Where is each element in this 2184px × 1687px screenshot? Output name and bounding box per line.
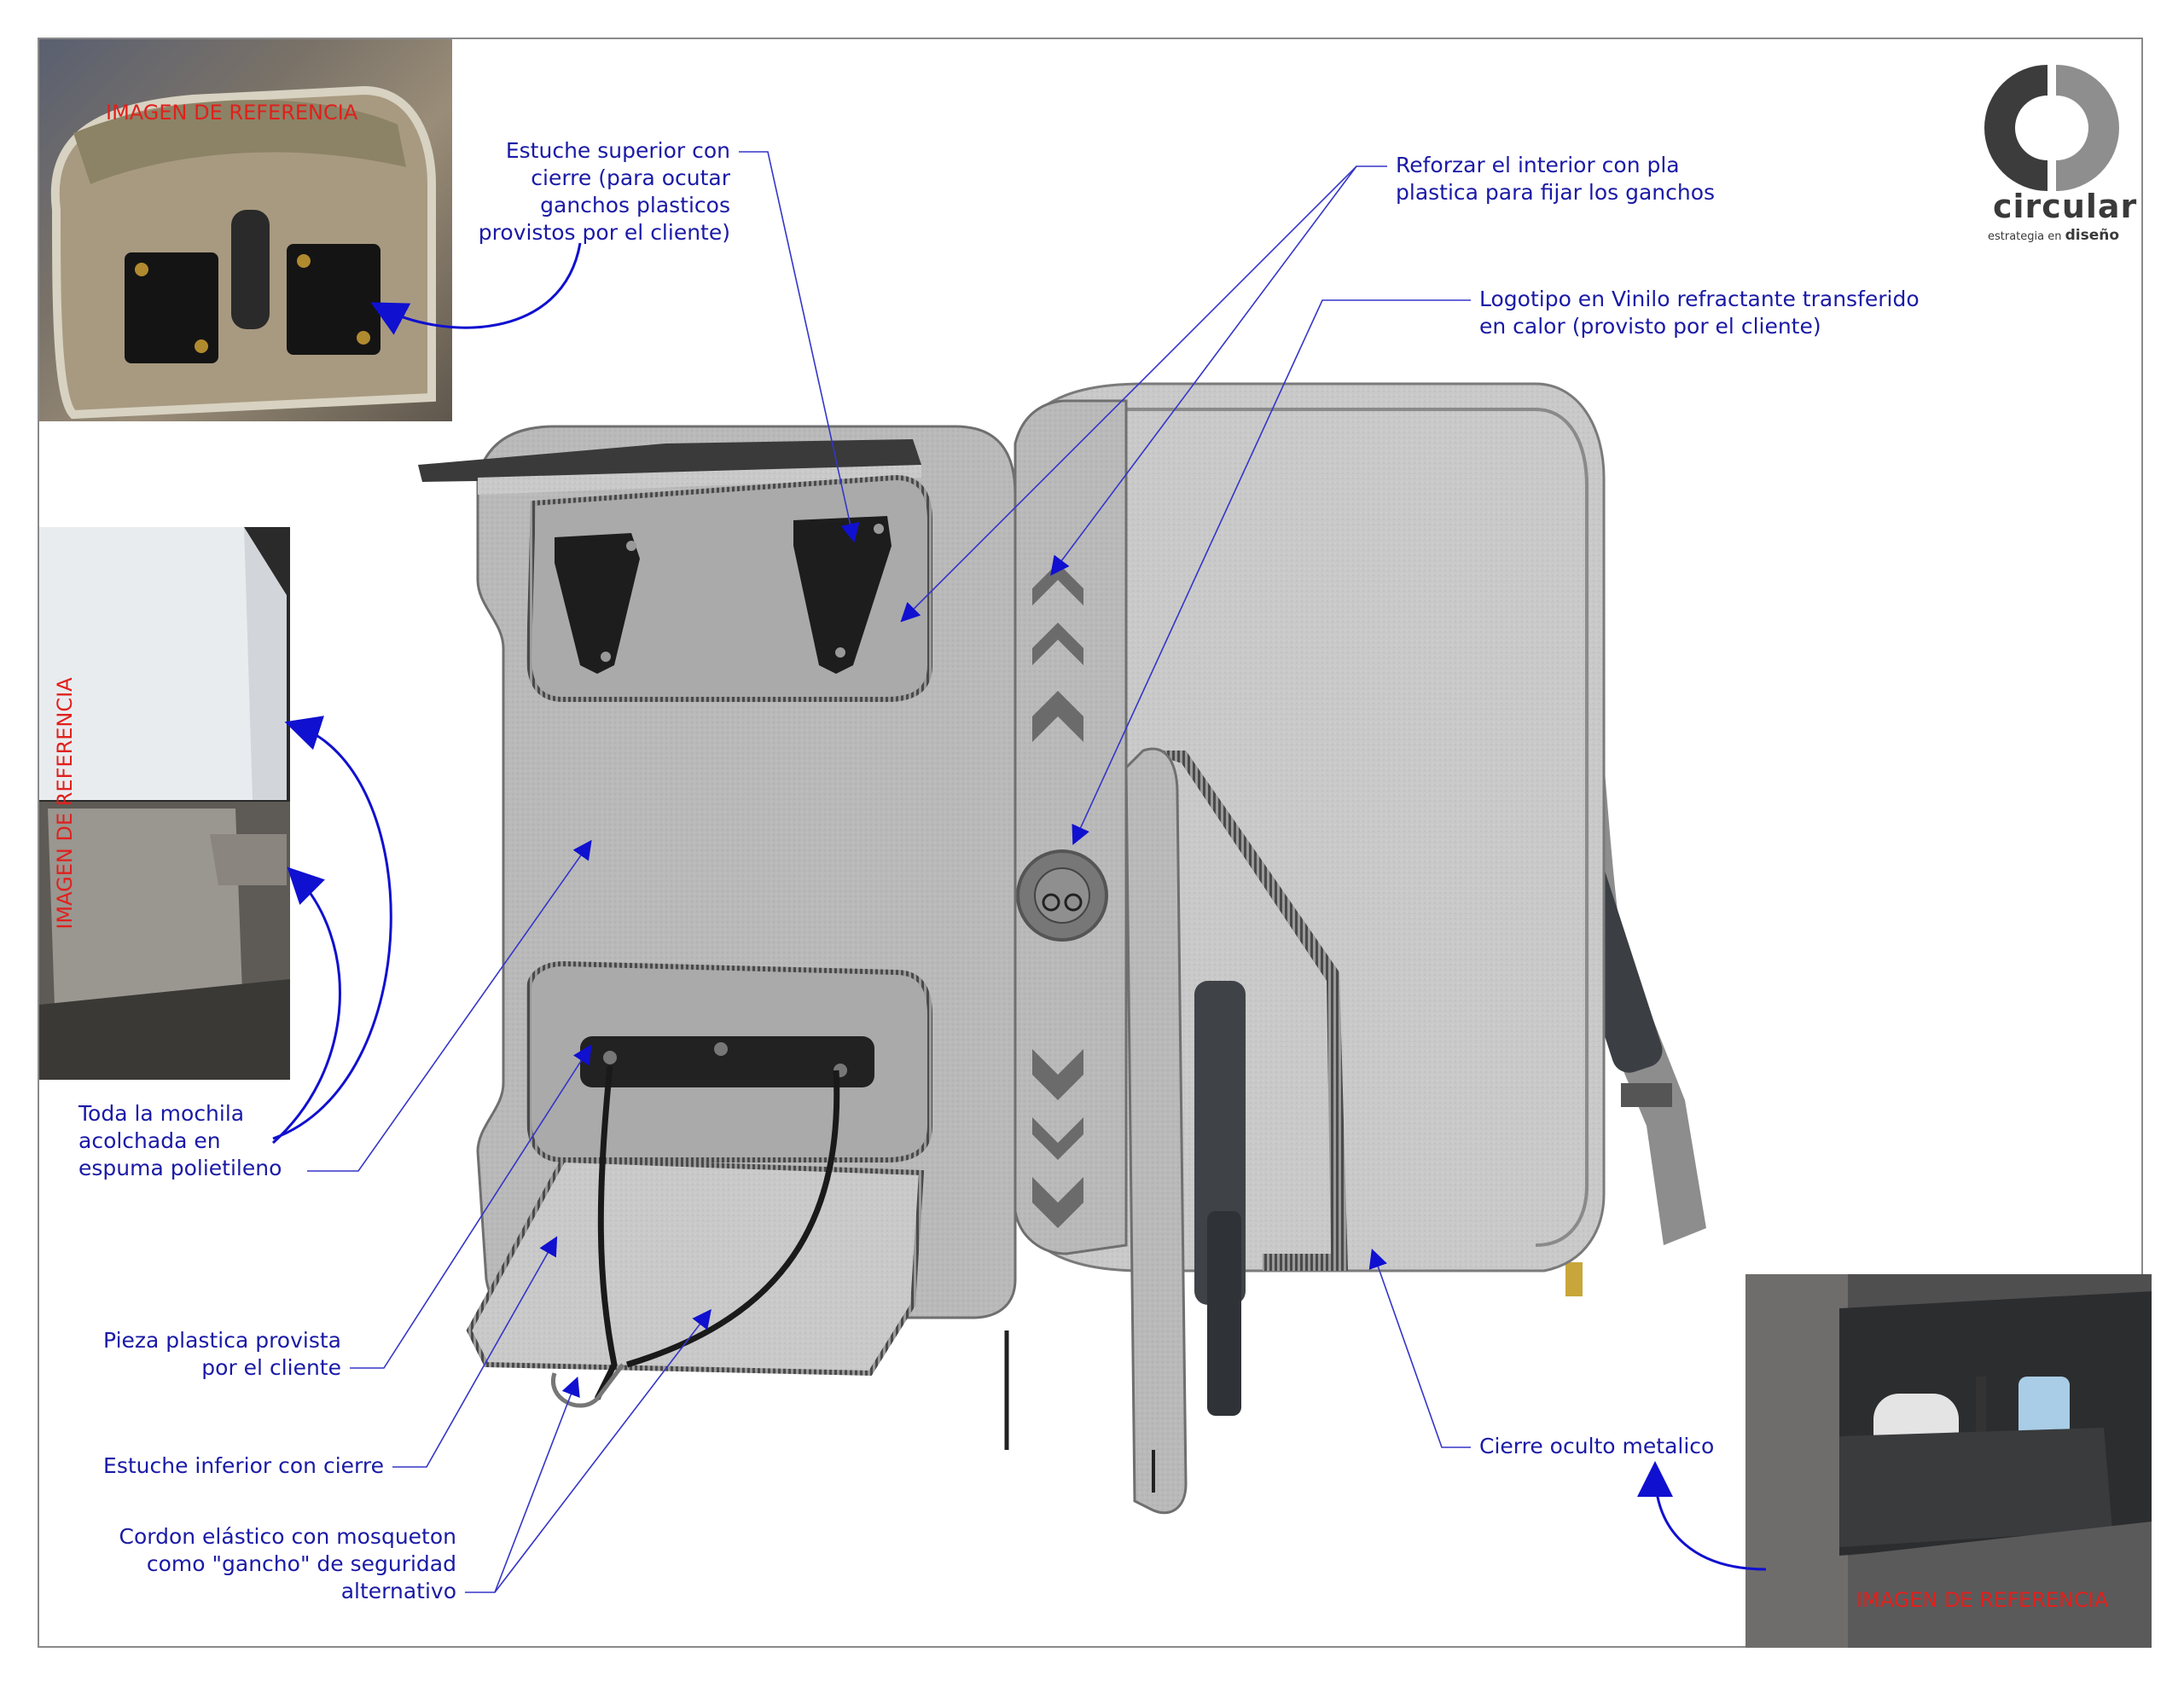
note-estuche-inferior: Estuche inferior con cierre [103, 1453, 384, 1478]
reference-label-vertical: IMAGEN DE REFERENCIA [53, 677, 77, 930]
reference-image-foam: IMAGEN DE REFERENCIA [39, 527, 290, 1080]
note-cierre: Cierre oculto metalico [1479, 1434, 1715, 1458]
reference-image-pocket: IMAGEN DE REFERENCIA [1745, 1274, 2152, 1648]
note-estuche-superior: Estuche superior con cierre (para ocutar… [478, 138, 730, 245]
logo-tagline-prefix: estrategia en [1988, 230, 2062, 243]
circular-logo: circular estrategia en diseño [1962, 60, 2136, 247]
logo-tagline-suffix: diseño [2065, 227, 2120, 244]
reference-image-hooks: IMAGEN DE REFERENCIA [39, 39, 452, 421]
note-cordon: Cordon elástico con mosqueton como "ganc… [119, 1524, 457, 1603]
logo-tagline: estrategia en diseño [1988, 227, 2119, 244]
note-reforzar: Reforzar el interior con pla plastica pa… [1396, 153, 1716, 205]
reference-label: IMAGEN DE REFERENCIA [1856, 1588, 2109, 1612]
reference-label: IMAGEN DE REFERENCIA [106, 101, 358, 125]
logo-wordmark: circular [1993, 188, 2138, 225]
note-pieza: Pieza plastica provista por el cliente [103, 1328, 341, 1380]
note-mochila: Toda la mochila acolchada en espuma poli… [78, 1101, 282, 1180]
note-logotipo: Logotipo en Vinilo refractante transferi… [1479, 287, 1920, 339]
drawing-frame [38, 38, 2143, 1648]
